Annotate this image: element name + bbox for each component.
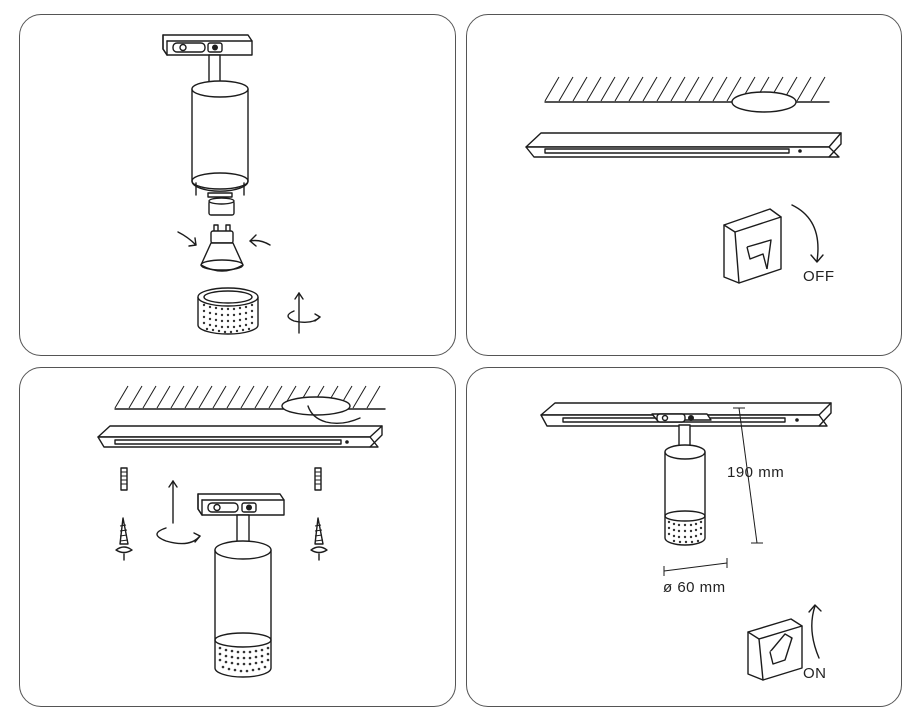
wall-switch-icon <box>723 208 782 284</box>
track-rail-icon <box>525 132 842 158</box>
track-adapter-icon <box>162 34 253 56</box>
track-rail-icon <box>97 425 383 448</box>
rotate-arrow-icon <box>808 604 822 659</box>
track-adapter-icon <box>651 413 712 423</box>
dowel-icon <box>120 467 128 491</box>
track-rail-icon <box>540 402 832 427</box>
lamp-body-icon <box>214 540 272 678</box>
label-off: OFF <box>803 268 835 285</box>
ceiling-hatch-icon <box>544 76 830 113</box>
lamp-assembly-drawing <box>162 34 321 335</box>
ceiling-hatch-icon <box>114 385 386 425</box>
gu10-bulb-icon <box>200 224 244 272</box>
panel-power-off: OFF <box>466 14 902 356</box>
rotate-arrow-icon <box>156 480 201 545</box>
panel-dimensions: 190 mm ø 60 mm ON <box>466 367 902 707</box>
label-on: ON <box>803 665 827 682</box>
gu10-socket-icon <box>207 192 235 216</box>
perforated-ring-icon <box>197 287 259 335</box>
height-dimension-line <box>733 407 763 544</box>
dimensions-drawing <box>540 402 832 681</box>
wall-switch-icon <box>747 618 803 681</box>
rotate-arrow-icon <box>177 231 271 247</box>
label-height: 190 mm <box>727 464 785 481</box>
panel-mounting <box>19 367 456 707</box>
mounting-drawing <box>97 385 386 678</box>
rotate-arrow-icon <box>287 292 321 334</box>
lamp-body-icon <box>664 444 706 546</box>
screw-icon <box>115 517 133 561</box>
label-diameter: ø 60 mm <box>663 579 726 596</box>
lamp-body-icon <box>191 80 249 196</box>
power-off-drawing <box>525 76 842 284</box>
track-adapter-icon <box>197 493 285 516</box>
diameter-dimension-line <box>663 558 728 576</box>
rotate-arrow-icon <box>791 204 824 263</box>
dowel-icon <box>314 467 322 491</box>
screw-icon <box>310 517 328 561</box>
panel-lamp-assembly <box>19 14 456 356</box>
